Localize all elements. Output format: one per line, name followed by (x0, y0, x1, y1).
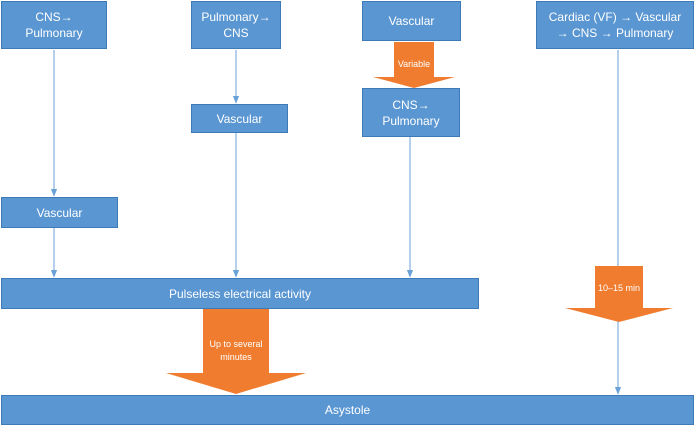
asystole-box: Asystole (1, 395, 694, 425)
vascular-top-box: Vascular (362, 1, 461, 41)
variable-label: Variable (397, 59, 431, 69)
pea-box: Pulseless electrical activity (1, 278, 479, 309)
pulmonary-cns-box: Pulmonary→ CNS (191, 1, 281, 49)
ten-fifteen-label: 10–15 min (597, 283, 641, 293)
vascular-left-box: Vascular (1, 197, 118, 228)
up-to-several-block-arrow (166, 309, 306, 394)
cardiac-vf-box: Cardiac (VF) → Vascular → CNS → Pulmonar… (536, 1, 694, 49)
up-to-several-label: Up to several minutes (209, 339, 263, 362)
cns-pulmonary-box: CNS→ Pulmonary (1, 1, 107, 49)
cns-pulmonary-2-box: CNS→ Pulmonary (362, 88, 460, 137)
vascular-mid-box: Vascular (191, 104, 288, 133)
ten-fifteen-block-arrow (565, 266, 673, 322)
variable-block-arrow (373, 42, 455, 88)
